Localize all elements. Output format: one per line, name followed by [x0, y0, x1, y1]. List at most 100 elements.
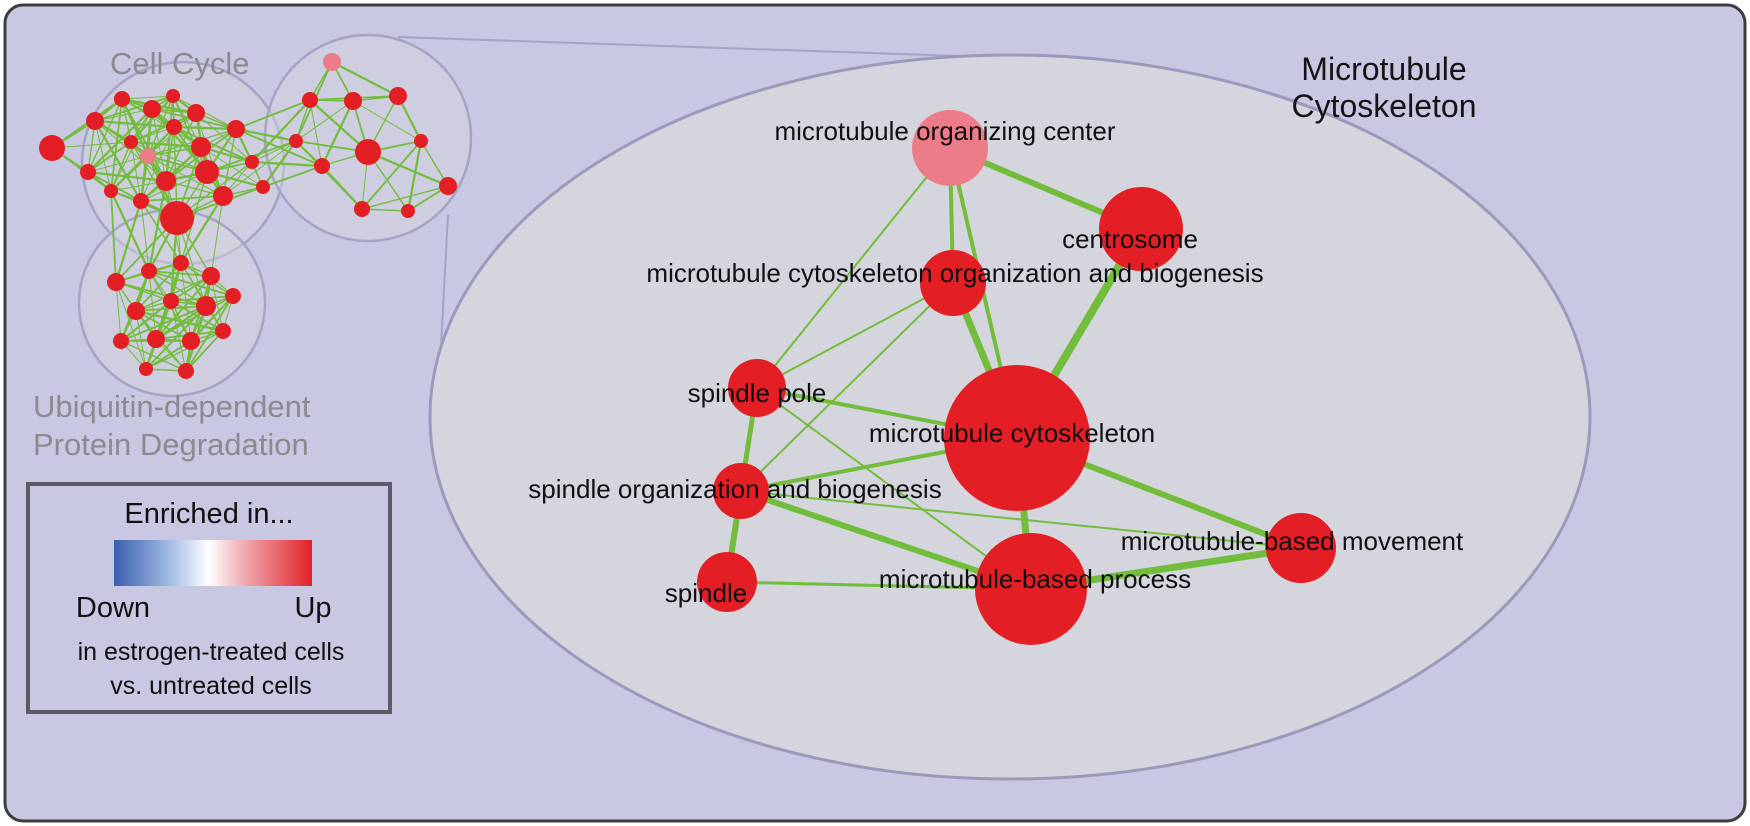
mini-node [127, 302, 145, 320]
mini-edge [165, 95, 174, 182]
mini-node [156, 171, 176, 191]
mini-edge [140, 195, 224, 202]
mini-node [389, 87, 407, 105]
mini-node [323, 53, 341, 71]
node-mbp [975, 533, 1087, 645]
mini-edge [235, 128, 323, 167]
mini-edge [185, 330, 224, 372]
node-sorg [713, 463, 769, 519]
node-label-spindle: spindle [665, 578, 747, 608]
node-spindle [697, 552, 757, 612]
mini-edge [180, 195, 224, 264]
mini-edge [110, 108, 153, 192]
legend-caption-line2: vs. untreated cells [110, 672, 312, 700]
mini-edge [331, 61, 399, 97]
mini-node [302, 92, 318, 108]
mini-node [213, 186, 233, 206]
legend-gradient-bar [114, 540, 312, 586]
node-label-sorg: spindle organization and biogenesis [528, 474, 941, 504]
mini-edge [367, 150, 449, 188]
ubiquitin-cluster-label-line1: Ubiquitin-dependent [33, 389, 311, 424]
mini-edge [361, 185, 449, 210]
mini-node [191, 137, 211, 157]
mini-node [354, 201, 370, 217]
node-label-mcob: microtubule cytoskeleton organization an… [646, 258, 1263, 288]
mini-node [245, 155, 259, 169]
mini-edge [251, 140, 297, 163]
edge-spole-mbp [756, 387, 1032, 590]
mini-edge [309, 99, 323, 167]
mini-node [401, 204, 415, 218]
mini-node [39, 135, 65, 161]
mini-node [178, 363, 194, 379]
mini-node [225, 288, 241, 304]
mini-node [173, 255, 189, 271]
mini-edge [130, 141, 142, 202]
node-spole [728, 359, 786, 417]
edge-moc-spole [756, 147, 951, 389]
mini-edge [140, 200, 150, 272]
node-label-mbm: microtubule-based movement [1121, 526, 1464, 556]
mini-edge [406, 140, 423, 212]
mini-node [86, 112, 104, 130]
mini-node [141, 263, 157, 279]
ubiquitin-cluster-label-line2: Protein Degradation [33, 427, 309, 462]
mini-edge [173, 125, 237, 131]
mini-node [166, 89, 180, 103]
mini-edge [148, 270, 234, 297]
mini-node [124, 135, 138, 149]
edge-mcob-sorg [740, 282, 954, 492]
mini-node [344, 92, 362, 110]
mini-edge [115, 281, 147, 370]
mini-edge [87, 98, 123, 173]
mini-edge [148, 270, 207, 307]
mini-node [113, 333, 129, 349]
mini-edge [155, 295, 234, 340]
mini-edge [135, 309, 224, 333]
mini-node [107, 273, 125, 291]
mini-edge [165, 112, 197, 182]
mini-node [140, 148, 156, 164]
mini-edge [262, 140, 297, 188]
node-mcsk [944, 365, 1090, 511]
mini-edge [110, 98, 123, 192]
mini-edge [145, 330, 224, 370]
mini-node [166, 119, 182, 135]
node-moc [912, 110, 988, 186]
node-centrosome [1099, 187, 1183, 271]
mini-node [202, 267, 220, 285]
node-mbm [1266, 513, 1336, 583]
mini-node [133, 193, 149, 209]
mini-edge [251, 160, 323, 168]
mini-edge [121, 95, 174, 100]
edge-mcob-spole [756, 282, 954, 389]
mini-edge [262, 165, 323, 188]
node-label-centrosome: centrosome [1062, 224, 1198, 254]
mini-edge [140, 126, 175, 202]
mini-node [227, 120, 245, 138]
mini-node [160, 201, 194, 235]
node-label-mbp: microtubule-based process [879, 564, 1191, 594]
mini-node [143, 100, 161, 118]
mini-edge [120, 300, 172, 342]
mini-node [355, 139, 381, 165]
mini-edge [94, 95, 174, 122]
mini-node [196, 296, 216, 316]
mini-node [182, 332, 200, 350]
mini-node [139, 362, 153, 376]
mini-edge [361, 140, 422, 210]
mini-node [163, 293, 179, 309]
mini-edge [210, 195, 224, 277]
mini-edge [120, 340, 187, 372]
legend-caption-line1: in estrogen-treated cells [78, 638, 345, 666]
mini-edge [195, 112, 253, 163]
mini-edge [115, 281, 122, 342]
mini-edge [352, 100, 422, 142]
mini-edge [140, 200, 182, 264]
mini-edge [130, 95, 174, 143]
legend-down-label: Down [76, 592, 150, 624]
node-label-mcsk: microtubule cytoskeleton [869, 418, 1155, 448]
mini-edge [121, 98, 167, 182]
